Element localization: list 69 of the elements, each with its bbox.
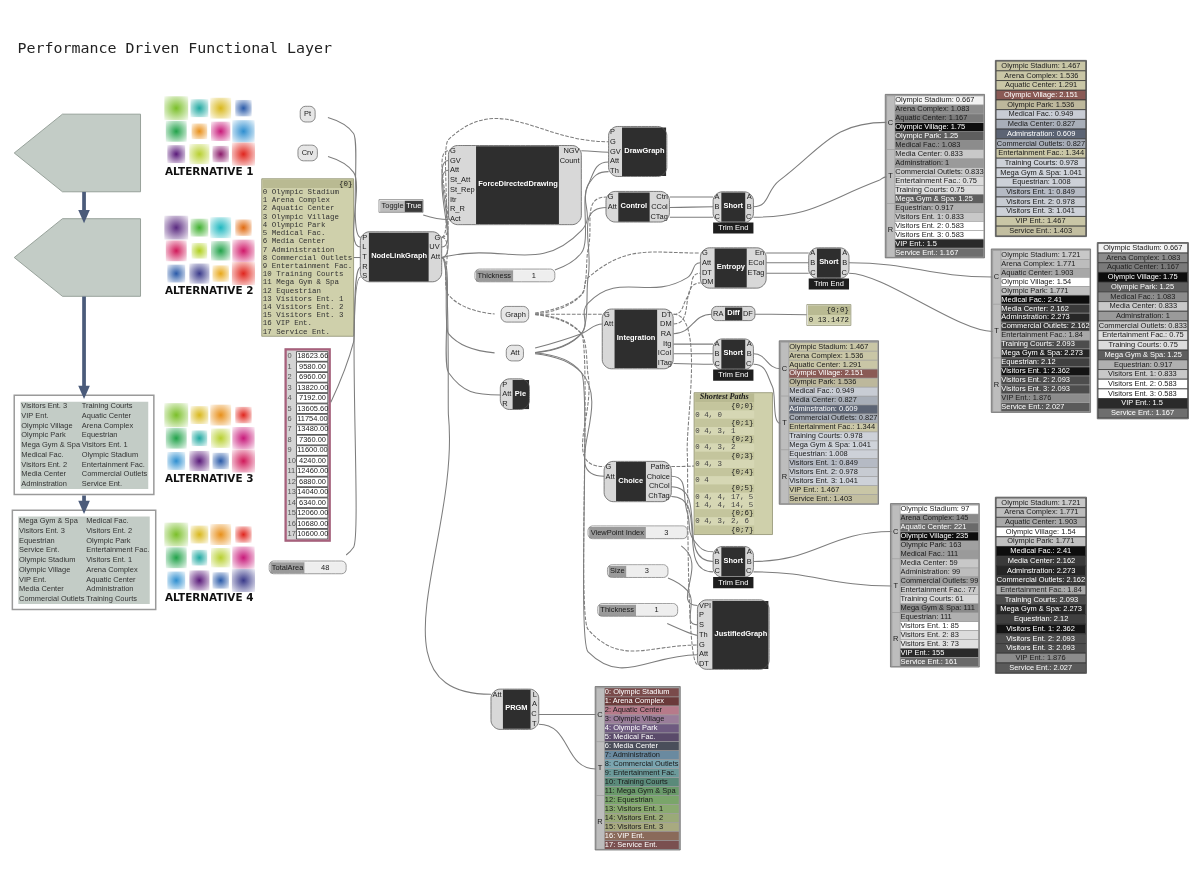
connector: [673, 282, 701, 325]
connector: [669, 196, 714, 198]
node-label: Trim End: [718, 369, 749, 379]
connector: [534, 323, 604, 349]
connector: [673, 272, 701, 315]
connector: [441, 161, 610, 259]
connector: [848, 262, 993, 278]
connector: [666, 623, 698, 636]
connector: [534, 206, 607, 354]
connector: [534, 251, 701, 314]
connector: [673, 313, 713, 335]
connector: [673, 313, 698, 665]
connector: [848, 272, 993, 332]
node-label: Trim End: [718, 222, 749, 232]
connector: [441, 118, 610, 238]
connector: [534, 196, 607, 315]
connector: [538, 723, 597, 770]
connector: [673, 363, 714, 365]
node-label: ALTERNATIVE 2: [165, 284, 254, 297]
connector: [670, 495, 714, 573]
connector: [441, 236, 496, 315]
connector: [534, 352, 698, 669]
connector: [765, 272, 810, 274]
connector: [752, 571, 893, 587]
connector: [680, 545, 698, 606]
connector: [534, 262, 701, 353]
connector: [441, 257, 502, 396]
connector: [538, 713, 597, 715]
connector: [669, 216, 714, 218]
connector: [422, 214, 449, 220]
connector: [670, 465, 695, 468]
connector: [441, 159, 449, 248]
node-label: Trim End: [718, 577, 749, 587]
connector: [441, 169, 449, 259]
connector: [765, 262, 810, 264]
connector: [441, 257, 496, 354]
connector: [670, 475, 714, 553]
connector: [534, 353, 605, 477]
connector: [765, 252, 810, 254]
connector: [330, 266, 362, 403]
connector: [667, 577, 698, 626]
connector: [327, 117, 362, 238]
connector: [441, 150, 449, 238]
node-picture: [13, 113, 141, 193]
arrow: [78, 296, 90, 400]
connector: [345, 276, 362, 556]
connector: [534, 313, 698, 652]
connector: [752, 531, 893, 562]
connector: [580, 150, 610, 153]
node-picture: [13, 218, 141, 297]
connector: [554, 171, 610, 271]
connector: [752, 121, 887, 208]
connector: [669, 206, 714, 208]
connector: [752, 363, 781, 424]
node-label: ALTERNATIVE 3: [165, 471, 254, 484]
arrow: [78, 191, 90, 224]
node-label: ALTERNATIVE 4: [165, 591, 254, 604]
connector: [673, 343, 714, 345]
connector: [752, 176, 887, 218]
connector: [534, 314, 605, 468]
diagram-title: Performance Driven Functional Layer: [17, 38, 333, 57]
connector: [353, 257, 362, 259]
connector: [327, 156, 362, 248]
node-label: Trim End: [813, 278, 844, 288]
connector: [673, 353, 714, 355]
connector: [752, 353, 781, 370]
connector: [670, 486, 714, 562]
node-label: ALTERNATIVE 1: [165, 164, 254, 177]
connector: [754, 313, 808, 316]
